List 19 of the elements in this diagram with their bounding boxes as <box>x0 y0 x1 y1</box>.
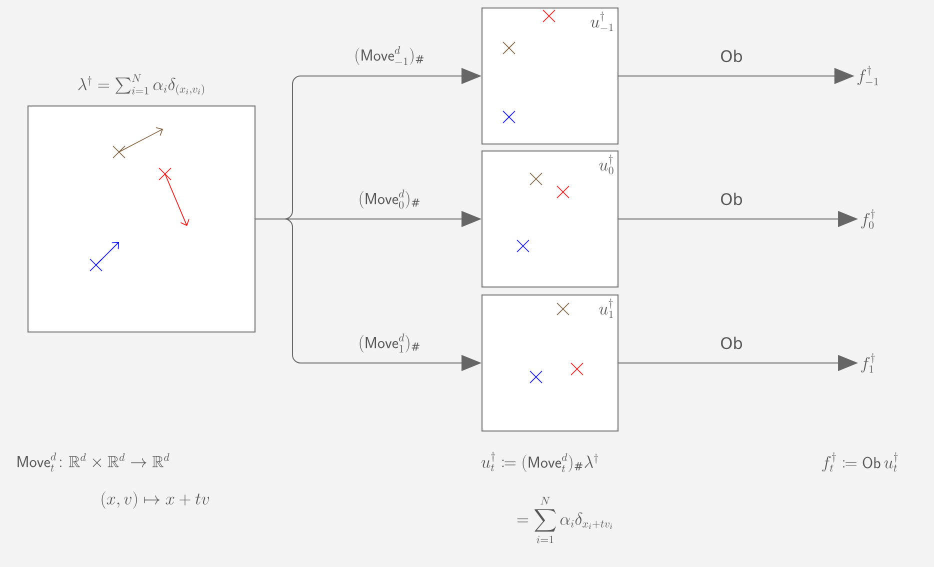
formula-label: $\mathsf{Move}^d_t\colon \mathbb{R}^d\times\mathbb{R}^d\to\mathbb{R}^d$ <box>18 452 170 472</box>
plot-box: $u^\dagger_{1}$ <box>482 294 618 432</box>
output-label: $f^\dagger_{1}$ <box>861 353 875 373</box>
plot-box: $u^\dagger_{0}$ <box>482 150 618 288</box>
edge-label: $(\mathsf{Move}^d_{1})_\#$ <box>360 334 420 352</box>
output-label: $f^\dagger_{0}$ <box>861 209 875 229</box>
edge-label: $(\mathsf{Move}^d_{0})_\#$ <box>360 190 420 209</box>
formula-label: $= \sum_{i=1}^N \alpha_i\delta_{x_i+tv_i}$ <box>517 496 612 544</box>
formula-label: $f^\dagger_t \coloneqq \mathsf{Ob}\,u^\dagger_t$ <box>822 452 898 472</box>
output-label: $f^\dagger_{-1}$ <box>857 66 878 86</box>
formula-label: $u^\dagger_t \coloneqq (\mathsf{Move}^d_t)_\#\lambda^\dagger$ <box>481 452 598 472</box>
edge-label: Ob <box>721 192 742 206</box>
formula-label: $(x,v)\mapsto x+tv$ <box>102 491 210 509</box>
edge-label: Ob <box>721 336 742 350</box>
plot-box: $u^\dagger_{-1}$ <box>482 8 618 144</box>
edge-label: Ob <box>721 50 742 62</box>
edge-label: $(\mathsf{Move}^d_{-1})_\#$ <box>356 46 424 65</box>
node-label: $\lambda^\dagger = \textstyle\sum_{i=1}^N \alpha_i\delta_{(x_i,v_i)}$ <box>78 74 204 96</box>
plot-box: $\lambda^\dagger = \textstyle\sum_{i=1}^N \alpha_i\delta_{(x_i,v_i)}$ <box>28 74 256 332</box>
